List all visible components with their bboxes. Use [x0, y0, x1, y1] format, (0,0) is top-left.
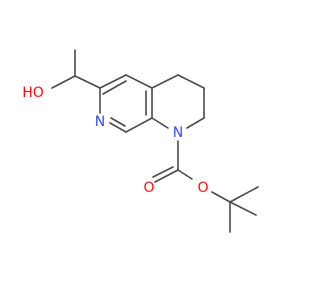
aromatic-nitrogen-label: N [95, 114, 105, 130]
bond-c2-n1 [186, 117, 205, 129]
bond-carbonyl-o-double [152, 166, 174, 178]
ether-oxygen-label: O [197, 180, 208, 196]
bond-c4-c3 [177, 74, 205, 89]
bond-ctert-me3 [229, 201, 257, 216]
bond-c6-c5-double [102, 80, 127, 95]
molecule-structure: HO N N O O [22, 49, 259, 233]
hydroxyl-label: HO [22, 85, 44, 101]
bond-c8-n7-double [110, 117, 126, 127]
bond-c4a-c4 [151, 74, 179, 89]
bond-n1-c8a [151, 117, 169, 129]
bond-carbonyl-o [154, 169, 179, 183]
bond-lines [51, 49, 259, 233]
amide-nitrogen-label: N [173, 125, 183, 141]
bond-c8a-c8 [125, 117, 153, 133]
bond-carbonyl-oether [177, 169, 193, 180]
bond-o-ch [51, 75, 76, 89]
bond-c6-c5 [99, 74, 127, 89]
bond-c5-c4a [125, 74, 153, 89]
carbonyl-oxygen-label: O [143, 180, 154, 196]
structure-canvas: HO N N O O [22, 49, 259, 233]
bond-oether-ctert [211, 191, 231, 203]
bond-c8-n7 [109, 122, 127, 133]
bond-ctert-me2 [229, 186, 259, 203]
bond-ch-ring [74, 75, 101, 89]
